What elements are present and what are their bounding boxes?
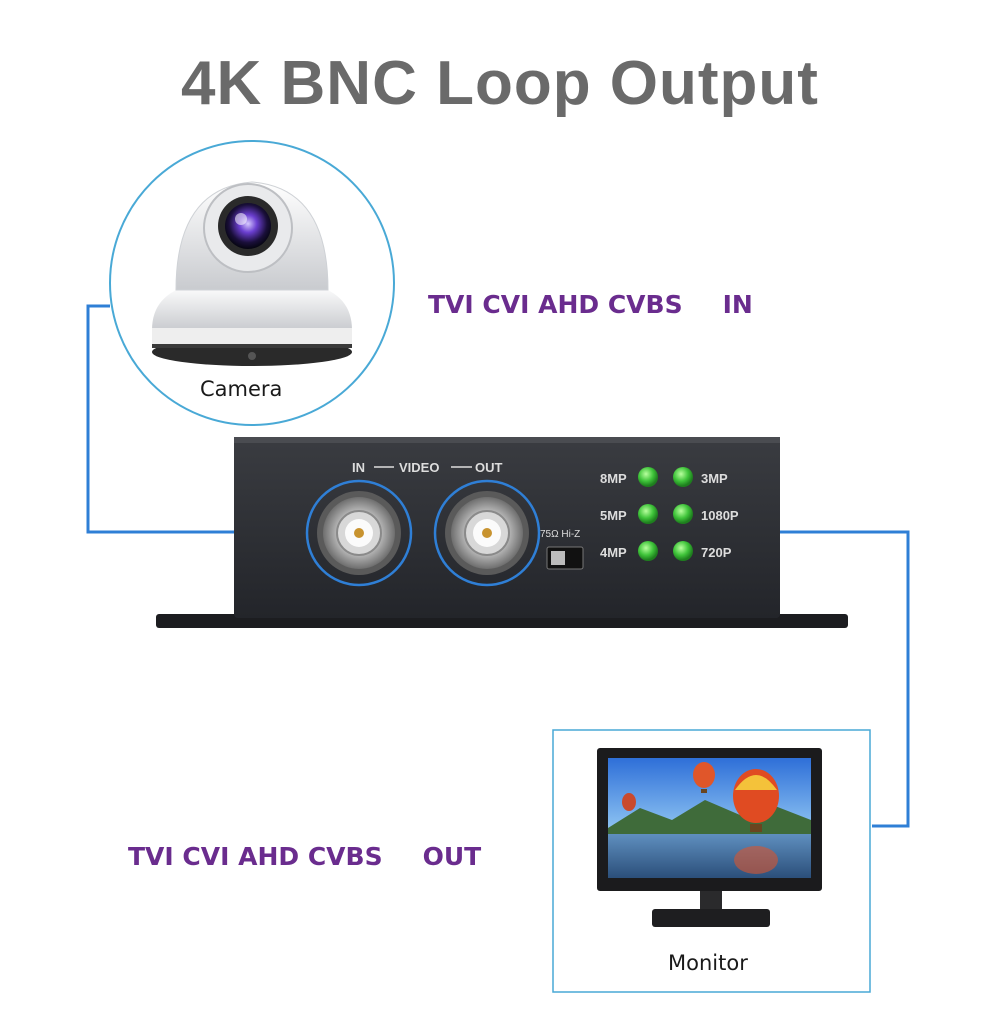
indicator-led [638, 467, 658, 487]
indicator-label: 1080P [701, 508, 739, 523]
indicator-panel: 8MP 3MP 5MP 1080P 4MP 720P [600, 467, 739, 561]
output-formats: TVI CVI AHD CVBS [128, 842, 383, 871]
signal-line-input [86, 304, 238, 534]
indicator-label: 8MP [600, 471, 627, 486]
indicator-led [638, 541, 658, 561]
impedance-switch [546, 546, 584, 570]
indicator-label: 4MP [600, 545, 627, 560]
input-direction: IN [722, 290, 753, 319]
page-title: 4K BNC Loop Output [181, 49, 819, 118]
monitor-caption: Monitor [668, 951, 748, 975]
indicator-led [673, 541, 693, 561]
input-formats: TVI CVI AHD CVBS [428, 290, 683, 319]
port-label-in: IN [352, 460, 365, 475]
monitor-illustration [552, 729, 871, 993]
bnc-in-connector [305, 479, 413, 587]
port-label-out: OUT [475, 460, 503, 475]
input-signal-label: TVI CVI AHD CVBS IN [428, 290, 753, 319]
indicator-led [673, 504, 693, 524]
indicator-led [638, 504, 658, 524]
camera-illustration [109, 140, 395, 426]
indicator-label: 5MP [600, 508, 627, 523]
indicator-label: 3MP [701, 471, 728, 486]
indicator-led [673, 467, 693, 487]
impedance-switch-label: 75Ω Hi-Z [540, 529, 580, 540]
camera-caption: Camera [200, 377, 283, 401]
bnc-out-connector [433, 479, 541, 587]
bnc-splitter-device: IN VIDEO OUT 75Ω Hi-Z [156, 437, 848, 628]
output-direction: OUT [422, 842, 482, 871]
indicator-label: 720P [701, 545, 732, 560]
output-signal-label: TVI CVI AHD CVBS OUT [128, 842, 481, 871]
port-label-video: VIDEO [399, 460, 439, 475]
